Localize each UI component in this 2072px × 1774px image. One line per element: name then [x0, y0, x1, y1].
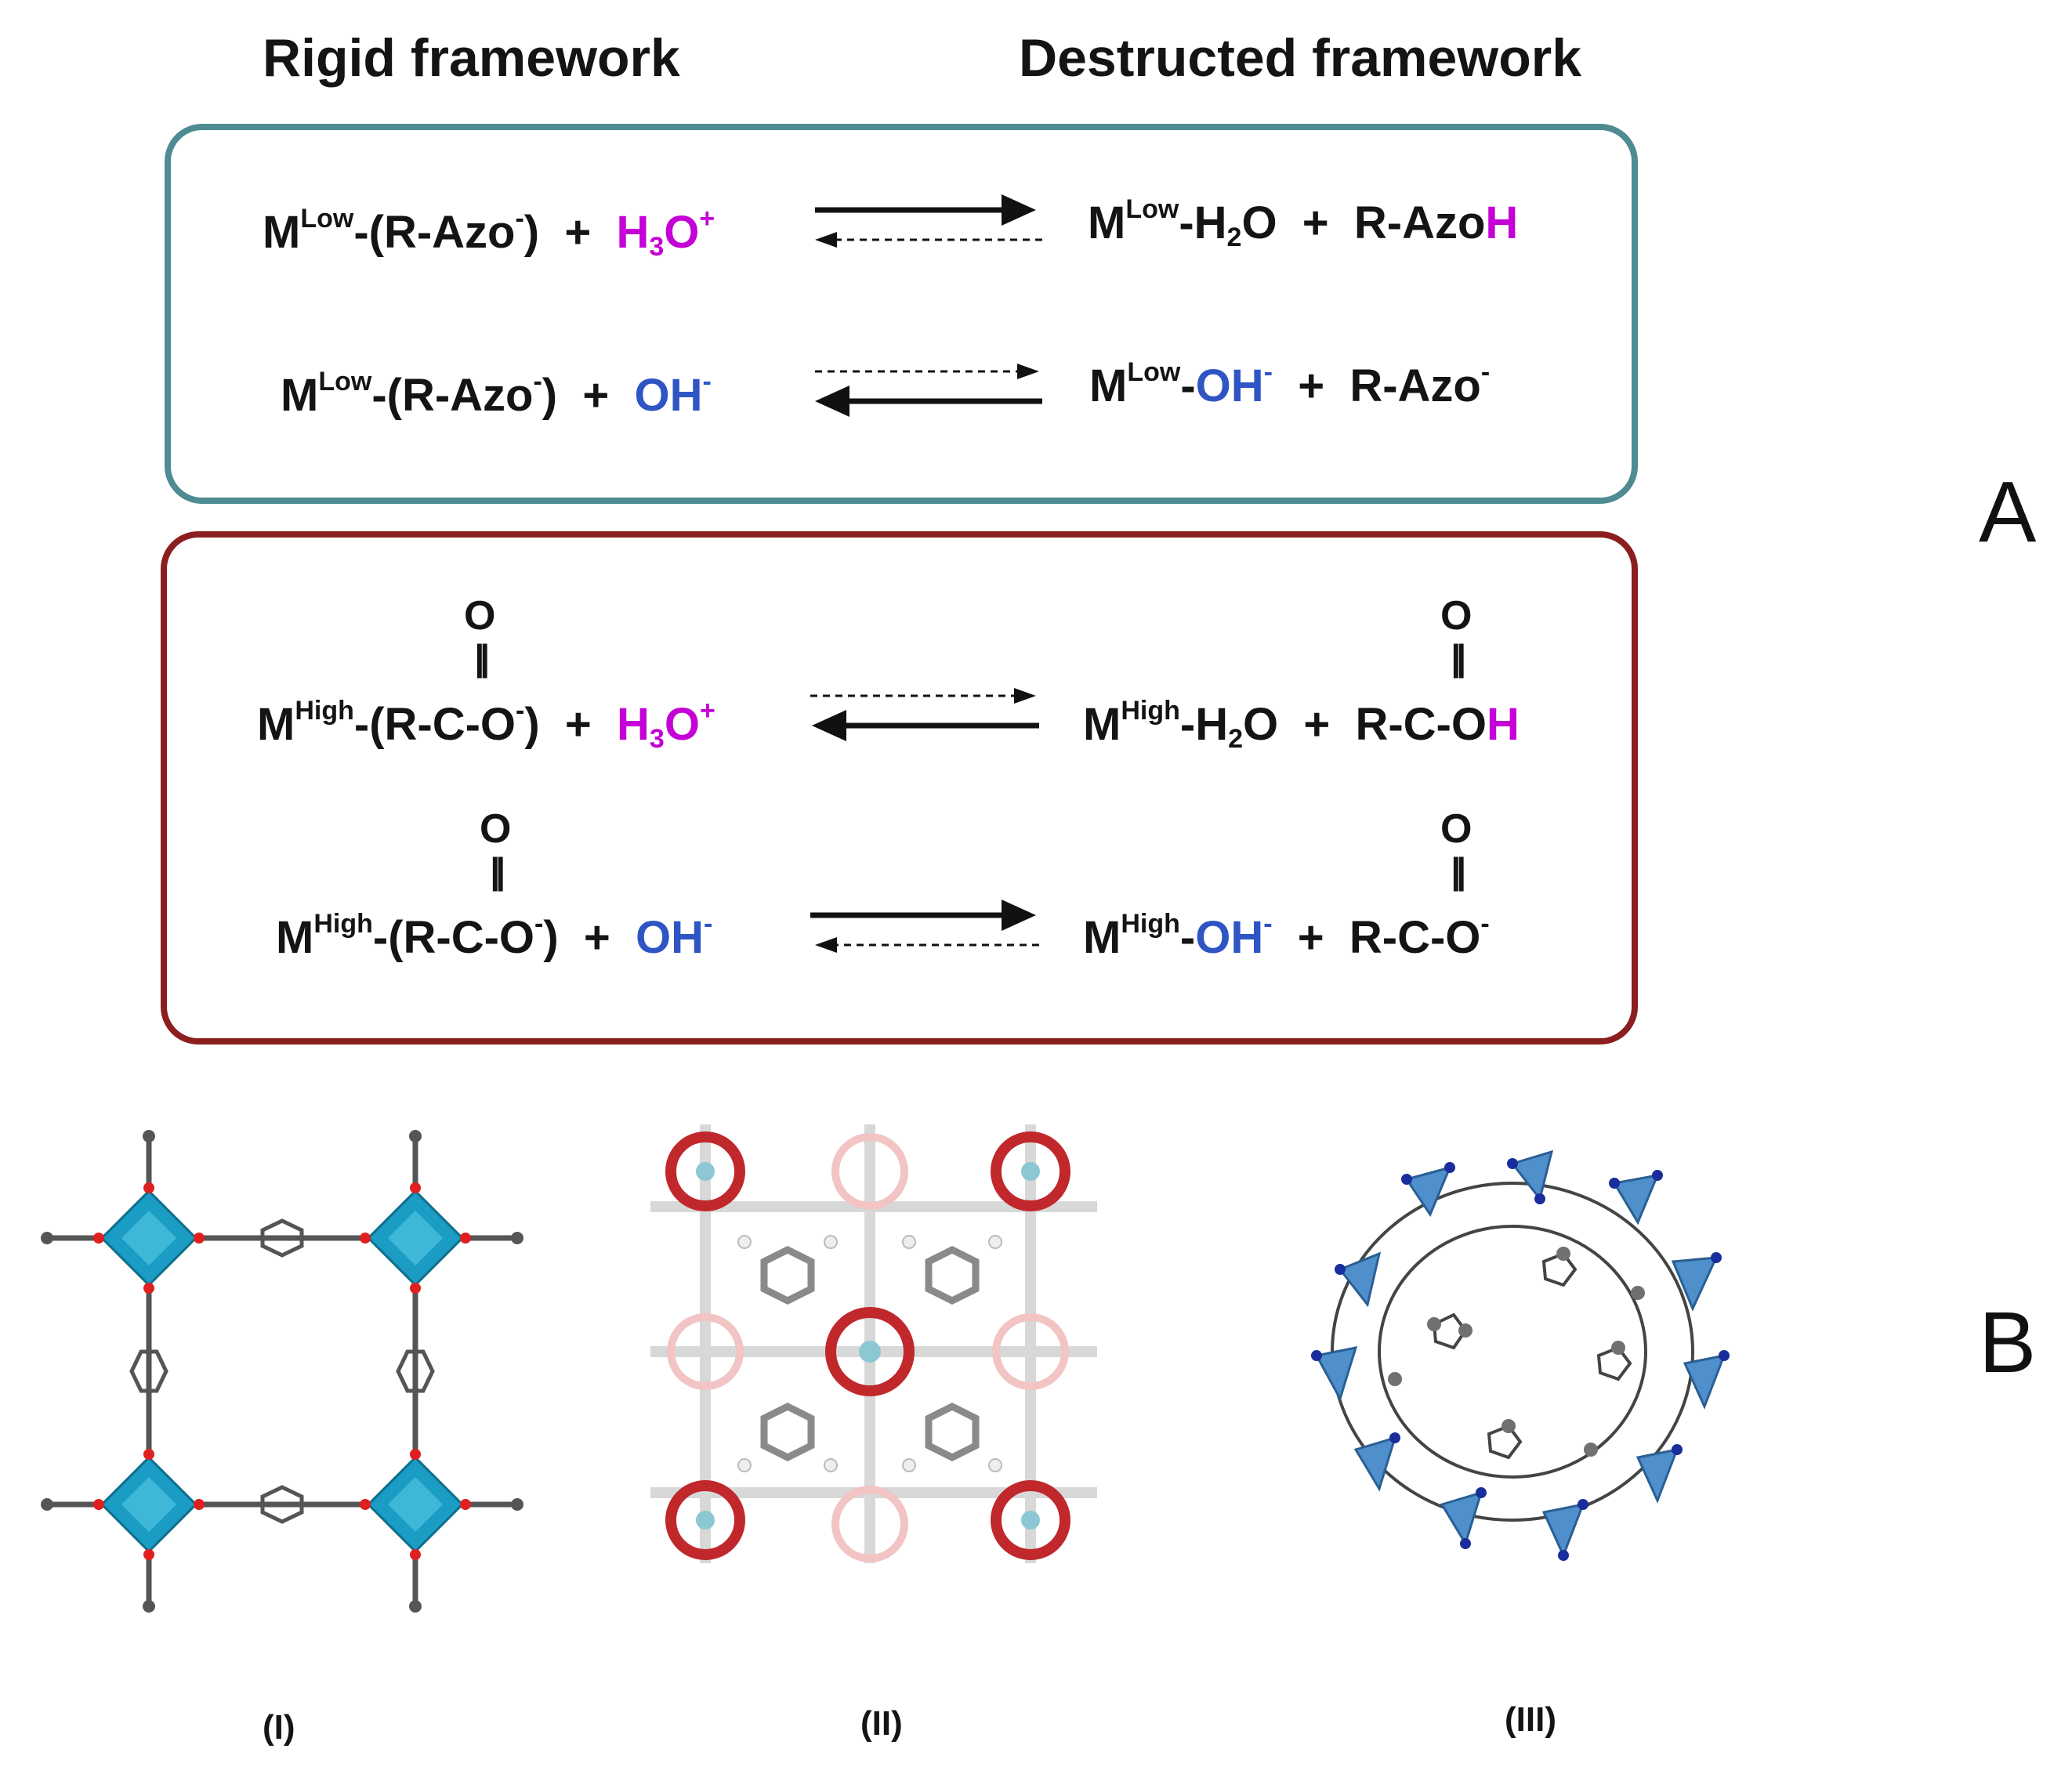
- hydronium: H: [616, 207, 650, 258]
- structure-iii-image: [1311, 1149, 1730, 1561]
- low-eq2-reactants: MLow-(R-Azo-) + OH-: [281, 367, 712, 421]
- low-valence-reaction-box: [165, 124, 1638, 504]
- structure-iii-label: (III): [1505, 1700, 1556, 1739]
- high-valence-reaction-box: [161, 531, 1638, 1044]
- hydroxide: OH: [634, 370, 703, 421]
- high-eq2-reactant-carbonyl: O||: [480, 806, 512, 891]
- panel-label-a: A: [1979, 464, 2037, 560]
- high-eq1-reactant-carbonyl: O||: [464, 593, 496, 678]
- high-eq2-products: MHigh-OH- + R-C-O-: [1083, 909, 1490, 963]
- low-eq1-reactants: MLow-(R-Azo-) + H3O+: [263, 204, 715, 262]
- high-eq1-reactants: MHigh-(R-C-O-) + H3O+: [257, 696, 715, 754]
- destructed-framework-header: Destructed framework: [1019, 28, 1582, 88]
- low-eq1-arrows: [815, 194, 1042, 248]
- high-eq1-product-carbonyl: O||: [1440, 593, 1472, 678]
- high-eq2-arrows: [810, 900, 1039, 953]
- equilibrium-arrows: [810, 194, 1042, 953]
- high-eq2-product-carbonyl: O||: [1440, 806, 1472, 891]
- structure-i-label: (I): [263, 1708, 295, 1747]
- structure-ii-label: (II): [860, 1704, 903, 1743]
- high-eq1-products: MHigh-H2O + R-C-OH: [1083, 696, 1520, 754]
- arrowhead-forward: [1002, 194, 1036, 226]
- high-eq1-arrows: [810, 688, 1039, 741]
- low-eq1-products: MLow-H2O + R-AzoH: [1088, 194, 1519, 252]
- panel-label-b: B: [1979, 1294, 2037, 1391]
- low-eq2-arrows: [815, 364, 1042, 417]
- low-eq2-products: MLow-OH- + R-Azo-: [1089, 357, 1491, 411]
- rigid-framework-header: Rigid framework: [263, 28, 680, 88]
- structure-i-image: [41, 1130, 523, 1613]
- high-eq2-reactants: MHigh-(R-C-O-) + OH-: [276, 909, 713, 963]
- structure-ii-image: [650, 1124, 1097, 1563]
